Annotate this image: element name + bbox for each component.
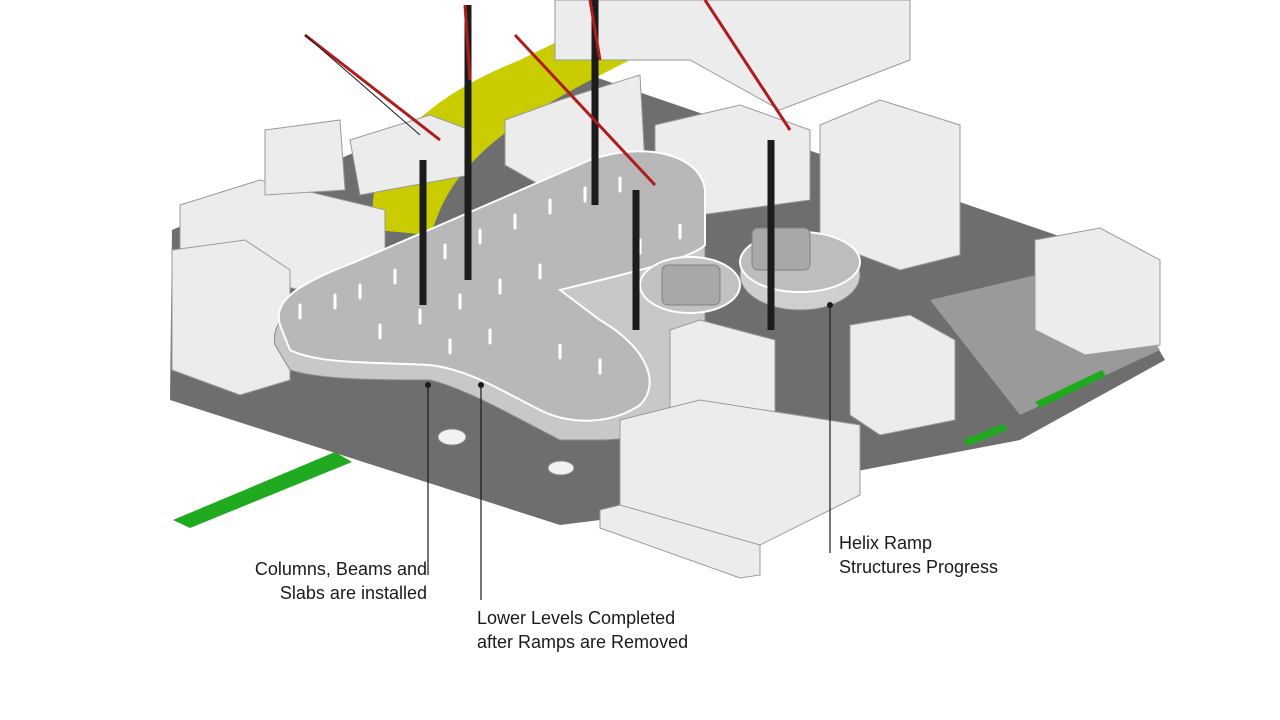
crane-3 (588, 0, 602, 205)
leader-dot-columns (425, 382, 431, 388)
crane-5 (703, 0, 792, 330)
helix-cylinder-center (661, 264, 721, 306)
green-rail-left (173, 452, 352, 528)
foreground-building (599, 319, 861, 579)
crane-2 (463, 4, 472, 280)
callout-columns-line1: Columns, Beams and (254, 559, 427, 579)
slab-columns (298, 176, 682, 375)
buildings-left (171, 114, 471, 396)
callout-helix-ramp: Helix Ramp Structures Progress (839, 531, 998, 579)
crane-1 (304, 33, 441, 305)
leader-dot-lower (478, 382, 484, 388)
tower-cranes (304, 0, 792, 330)
callout-helix-line1: Helix Ramp (839, 533, 933, 553)
callout-helix-line2: Structures Progress (839, 557, 999, 577)
green-rail-right-2 (1035, 370, 1106, 408)
buildings-right (654, 99, 1161, 436)
callout-lower-levels: Lower Levels Completed after Ramps are R… (477, 606, 688, 654)
green-rail-right-1 (963, 424, 1008, 446)
callout-lower-line2: after Ramps are Removed (477, 632, 689, 652)
leader-dot-helix (827, 302, 833, 308)
callout-columns-beams-slabs: Columns, Beams and Slabs are installed (255, 557, 427, 605)
ground-tank-1 (437, 428, 467, 446)
callout-lower-line1: Lower Levels Completed (477, 608, 676, 628)
ground-tank-2 (547, 460, 575, 476)
helix-cylinder-right (751, 227, 811, 271)
callout-columns-line2: Slabs are installed (279, 583, 427, 603)
main-slab-upper (277, 150, 706, 422)
crane-4 (513, 33, 657, 330)
